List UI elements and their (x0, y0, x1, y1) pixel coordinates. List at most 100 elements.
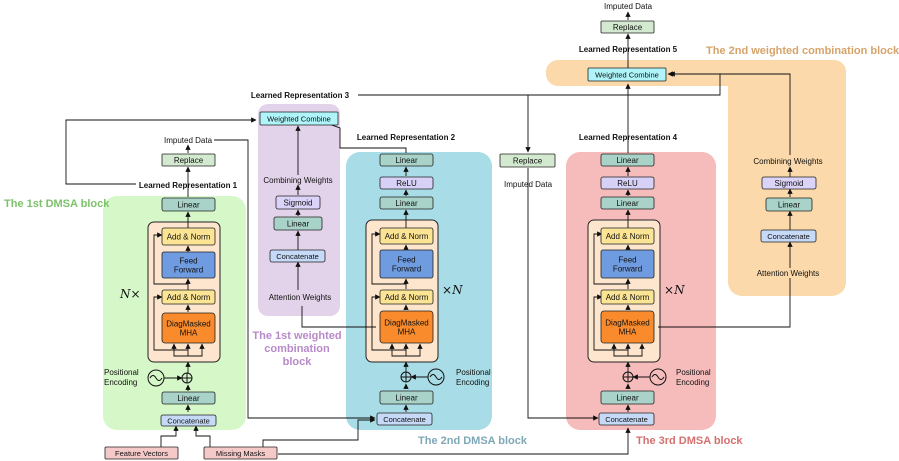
diag-mha-3-label-1: DiagMasked (605, 319, 649, 328)
encoding-label-1: Encoding (104, 378, 137, 387)
weighted-combine-1-box (259, 111, 339, 126)
linear-2-out-label: Linear (395, 156, 418, 165)
add-norm-1b-box (161, 227, 216, 246)
linear-1-out-label: Linear (177, 201, 200, 210)
encoding-label-3: Encoding (676, 378, 709, 387)
concatenate-1-box (160, 414, 217, 427)
linear-3-mid-box (600, 196, 655, 210)
wc1-background (258, 104, 340, 316)
feed-forward-1-label-2: Forward (174, 266, 203, 275)
pos-enc-wave-icon-3 (649, 368, 667, 386)
linear-1-in-box (161, 391, 216, 405)
imputed-data-label-2: Imputed Data (504, 180, 553, 189)
add-norm-3a-label: Add & Norm (606, 293, 650, 302)
add-norm-2b-box (379, 227, 434, 245)
n-times-label-1: N× (119, 287, 141, 301)
replace-top-label: Replace (613, 23, 643, 32)
feed-forward-3-label-2: Forward (613, 265, 642, 274)
linear-1-in-label: Linear (177, 394, 200, 403)
concatenate-3-label: Concatenate (605, 415, 648, 424)
linear-2-in-box (379, 390, 434, 405)
learned-representation-5: Learned Representation 5 (579, 45, 678, 54)
wc1-title-line3: block (283, 356, 313, 368)
feed-forward-1-label-1: Feed (179, 257, 197, 266)
positional-label-3: Positional (676, 368, 711, 377)
missing-masks-input-box (203, 446, 278, 460)
add-norm-3b-label: Add & Norm (606, 232, 650, 241)
diag-mha-3-label-2: MHA (619, 328, 637, 337)
relu-3-label: ReLU (617, 179, 638, 188)
imputed-data-label-top: Imputed Data (604, 2, 653, 11)
feature-vectors-input-label: Feature Vectors (115, 449, 168, 458)
feed-forward-2-box (379, 249, 434, 279)
learned-representation-3: Learned Representation 3 (251, 91, 350, 100)
dmsa2-title: The 2nd DMSA block (418, 435, 528, 447)
diag-mha-1-box (161, 312, 216, 344)
linear-3-in-label: Linear (616, 394, 639, 403)
replace-top-box (600, 20, 655, 34)
positional-label-1: Positional (104, 368, 139, 377)
add-norm-3a-box (600, 289, 655, 305)
learned-representation-4: Learned Representation 4 (579, 133, 678, 142)
attention-weights-label-1: Attention Weights (269, 293, 332, 302)
feed-forward-3-box (600, 249, 655, 279)
diag-mha-2-box (379, 310, 434, 344)
sigmoid-wc2-label: Sigmoid (775, 179, 804, 188)
diag-mha-2-label-1: DiagMasked (384, 319, 428, 328)
linear-2-in-label: Linear (395, 394, 418, 403)
pos-enc-wave-icon-2 (427, 368, 445, 386)
positional-encoding-symbols (147, 368, 667, 387)
linear-2-mid-box (379, 196, 434, 210)
add-norm-1a-box (161, 289, 216, 305)
concatenate-1-label: Concatenate (167, 417, 210, 426)
positional-label-2: Positional (456, 368, 491, 377)
linear-3-out-box (600, 153, 655, 167)
linear-wc1-box (273, 216, 323, 231)
replace-mid-box (499, 153, 556, 168)
add-norm-1b-label: Add & Norm (167, 233, 211, 242)
linear-2-out-box (379, 153, 434, 167)
linear-2-mid-label: Linear (395, 199, 418, 208)
feed-forward-2-label-2: Forward (392, 265, 421, 274)
combining-weights-label-1: Combining Weights (263, 176, 332, 185)
learned-representation-1: Learned Representation 1 (139, 181, 238, 190)
learned-representation-2: Learned Representation 2 (357, 133, 456, 142)
wc2-title: The 2nd weighted combination block (706, 45, 899, 57)
diag-mha-2-label-2: MHA (398, 328, 416, 337)
pos-enc-wave-icon-1 (147, 369, 165, 387)
concatenate-wc2-label: Concatenate (767, 232, 810, 241)
add-norm-2a-label: Add & Norm (385, 293, 429, 302)
linear-3-in-box (600, 390, 655, 405)
sigmoid-wc1-label: Sigmoid (284, 199, 313, 208)
linear-wc2-label: Linear (778, 201, 801, 210)
missing-masks-input-label: Missing Masks (216, 449, 265, 458)
linear-wc1-label: Linear (287, 220, 310, 229)
wc1-title-line2: combination (264, 343, 330, 355)
concatenate-3-box (598, 412, 655, 426)
feature-vectors-input-box (104, 446, 179, 460)
linear-1-out-box (161, 197, 216, 212)
feed-forward-1-box (161, 251, 216, 279)
times-n-label-2: ×N (442, 283, 463, 297)
relu-2-box (379, 176, 434, 190)
dmsa3-title: The 3rd DMSA block (636, 435, 743, 447)
attention-weights-label-2: Attention Weights (757, 269, 820, 278)
imputed-data-label-1: Imputed Data (164, 136, 213, 145)
weighted-combine-2-box (587, 67, 667, 82)
weighted-combine-1-label: Weighted Combine (267, 115, 331, 124)
times-n-label-3: ×N (664, 283, 685, 297)
concatenate-2-box (376, 412, 433, 426)
linear-wc2-box (765, 197, 813, 212)
sigmoid-wc2-box (761, 176, 817, 190)
dmsa1-title: The 1st DMSA block (4, 198, 110, 210)
add-norm-1a-label: Add & Norm (167, 293, 211, 302)
weighted-combine-2-label: Weighted Combine (595, 71, 659, 80)
concatenate-2-label: Concatenate (383, 415, 426, 424)
relu-2-label: ReLU (396, 179, 417, 188)
replace-1-label: Replace (174, 156, 204, 165)
replace-1-box (161, 153, 216, 167)
linear-3-mid-label: Linear (616, 199, 639, 208)
add-norm-2a-box (379, 289, 434, 305)
